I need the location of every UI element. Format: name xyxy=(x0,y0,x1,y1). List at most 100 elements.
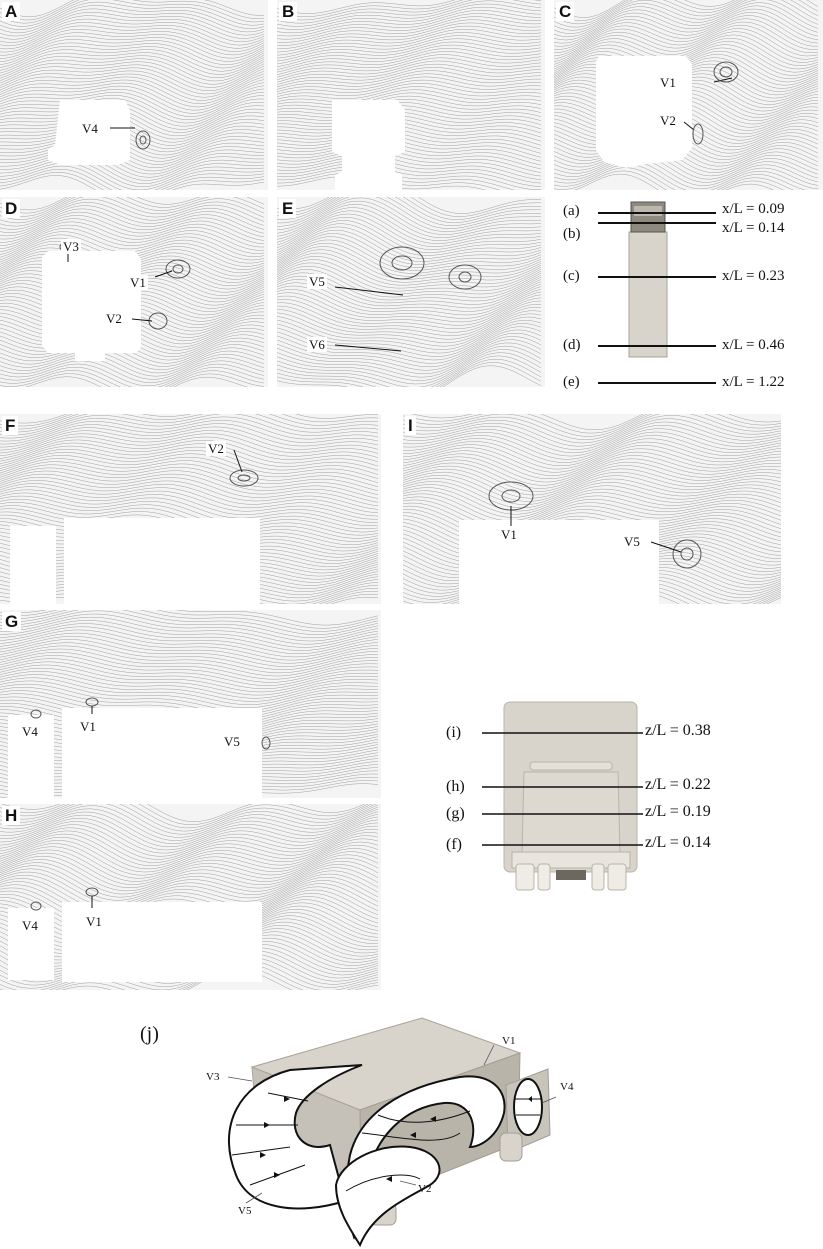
streamline xyxy=(277,197,542,229)
plane-value: z/L = 0.19 xyxy=(645,803,711,820)
plane-value: x/L = 1.22 xyxy=(722,374,785,390)
plane-value: x/L = 0.09 xyxy=(722,201,785,217)
streamline xyxy=(0,804,373,829)
streamline xyxy=(277,163,542,187)
streamline xyxy=(277,297,542,330)
streamline xyxy=(0,854,379,888)
plane-value: x/L = 0.23 xyxy=(722,268,785,284)
streamline xyxy=(0,851,379,885)
streamline xyxy=(554,170,784,190)
streamline xyxy=(277,169,516,190)
streamline xyxy=(277,111,542,126)
streamline xyxy=(0,811,379,844)
streamline xyxy=(0,439,379,463)
panel-label: A xyxy=(2,2,21,21)
trailer-section xyxy=(64,518,260,604)
streamline xyxy=(0,344,265,367)
streamline xyxy=(277,233,542,265)
streamline xyxy=(403,451,781,480)
streamline xyxy=(554,37,819,68)
streamline xyxy=(277,197,541,217)
streamline xyxy=(554,148,819,177)
streamline xyxy=(277,157,542,180)
streamline xyxy=(554,144,819,173)
streamline xyxy=(0,655,379,683)
streamline xyxy=(403,487,781,515)
vortex-label: V1 xyxy=(128,275,148,290)
streamline xyxy=(403,414,781,437)
streamline xyxy=(277,118,542,134)
streamline xyxy=(0,46,265,69)
streamline xyxy=(277,67,542,85)
x-plane-legend: (a) x/L = 0.09 (b) x/L = 0.14 (c) x/L = … xyxy=(554,197,823,392)
vortex-label: V5 xyxy=(222,734,242,749)
streamline xyxy=(0,828,379,863)
streamline xyxy=(403,435,781,463)
streamline xyxy=(277,73,541,90)
streamline xyxy=(403,478,781,505)
streamline xyxy=(0,116,265,143)
vortex-label: V2 xyxy=(104,311,124,326)
streamline xyxy=(0,664,379,693)
streamline xyxy=(277,10,542,34)
streamline xyxy=(0,101,265,127)
streamline xyxy=(0,639,379,667)
streamline xyxy=(0,205,265,230)
streamline xyxy=(0,804,379,835)
streamline xyxy=(277,57,542,78)
streamline xyxy=(0,28,265,53)
streamline xyxy=(277,0,542,24)
streamline xyxy=(277,115,542,130)
streamline xyxy=(277,79,542,95)
streamline xyxy=(0,165,265,190)
panel-g: G V4 V1 V5 xyxy=(0,610,381,798)
streamline xyxy=(403,441,781,470)
streamline xyxy=(0,61,265,85)
streamline xyxy=(277,210,542,244)
streamline xyxy=(403,475,781,502)
streamline xyxy=(554,5,819,37)
streamline xyxy=(403,468,781,496)
streamline xyxy=(0,197,265,217)
streamline xyxy=(277,259,542,289)
streamline xyxy=(0,12,265,37)
streamline xyxy=(0,18,265,43)
streamline xyxy=(277,265,542,295)
streamline xyxy=(0,620,379,648)
streamline xyxy=(0,632,379,661)
streamline xyxy=(277,220,542,253)
streamline xyxy=(277,3,542,27)
streamline xyxy=(277,207,542,241)
streamline xyxy=(277,41,542,65)
trailer-section xyxy=(459,520,659,604)
streamline xyxy=(0,423,379,445)
panel-label: E xyxy=(279,199,297,218)
panel-f: F V2 xyxy=(0,414,381,604)
vortex-label: V1 xyxy=(658,75,678,90)
streamline xyxy=(0,433,379,454)
streamline xyxy=(0,215,265,241)
streamline xyxy=(0,76,265,101)
streamline xyxy=(0,198,265,224)
vortex-label: V5 xyxy=(622,534,642,549)
streamline xyxy=(554,24,819,57)
streamline xyxy=(0,860,379,895)
panel-label: C xyxy=(556,2,575,21)
panel-d: D V3 V1 V2 xyxy=(0,197,268,387)
streamline xyxy=(0,42,265,65)
vortex-core xyxy=(713,61,739,83)
streamline xyxy=(0,805,379,838)
panel-label: G xyxy=(2,612,22,631)
plane-value: z/L = 0.14 xyxy=(645,834,711,851)
streamline xyxy=(277,134,542,154)
streamline xyxy=(403,414,781,434)
streamline xyxy=(0,610,379,639)
streamline xyxy=(403,496,781,525)
streamline xyxy=(0,596,379,604)
streamline xyxy=(0,197,265,211)
streamline xyxy=(0,652,379,680)
streamline xyxy=(403,448,781,476)
streamline xyxy=(0,373,265,387)
streamline xyxy=(25,376,249,387)
streamline xyxy=(0,486,378,520)
